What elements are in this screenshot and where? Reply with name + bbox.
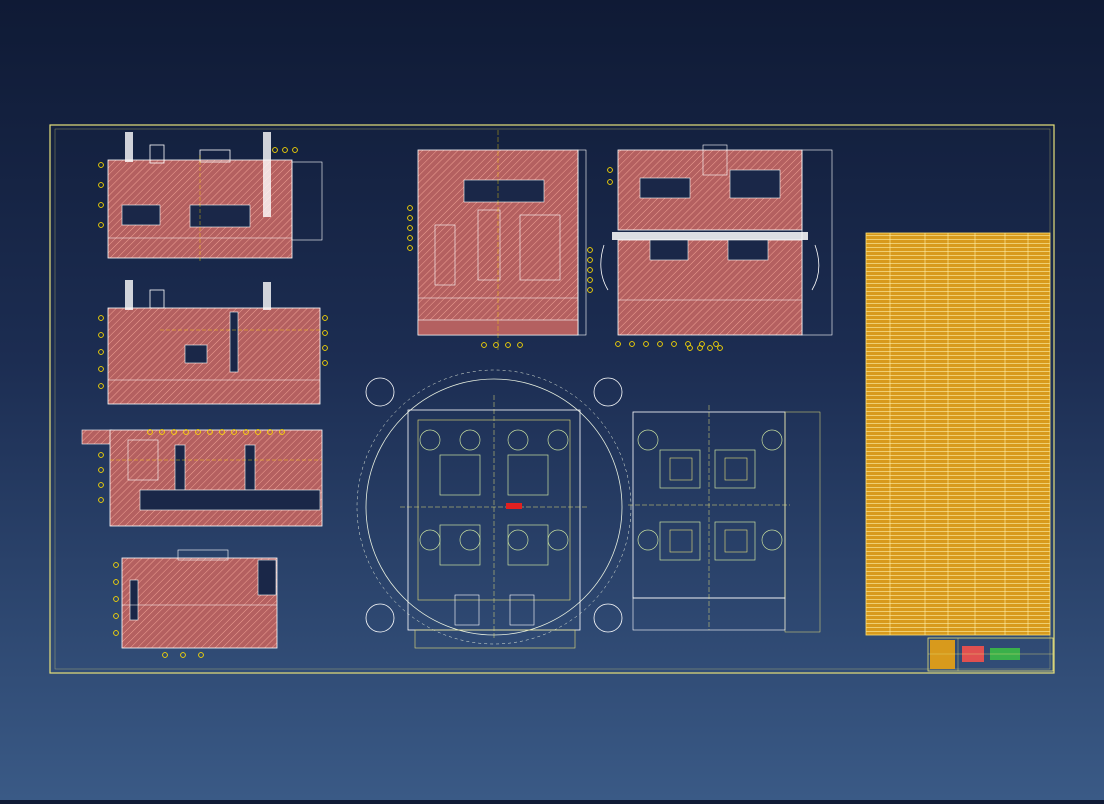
title-block — [927, 637, 1054, 672]
balloon-marker — [517, 342, 523, 348]
balloon-marker — [615, 341, 621, 347]
balloon-marker — [279, 429, 285, 435]
balloon-marker — [171, 429, 177, 435]
balloon-marker — [407, 215, 413, 221]
section-view-2 — [107, 280, 321, 405]
balloon-marker — [183, 429, 189, 435]
balloon-marker — [98, 349, 104, 355]
balloon-marker — [407, 205, 413, 211]
balloon-marker — [98, 383, 104, 389]
balloon-marker — [322, 345, 328, 351]
balloon-marker — [707, 345, 713, 351]
balloon-marker — [113, 562, 119, 568]
part-number-balloons — [98, 147, 723, 658]
balloon-marker — [98, 222, 104, 228]
balloon-marker — [198, 652, 204, 658]
balloon-marker — [98, 482, 104, 488]
balloon-marker — [113, 579, 119, 585]
balloon-marker — [147, 429, 153, 435]
balloon-marker — [98, 182, 104, 188]
balloon-marker — [113, 630, 119, 636]
balloon-marker — [98, 467, 104, 473]
section-view-4 — [121, 549, 278, 649]
balloon-marker — [407, 235, 413, 241]
balloon-marker — [697, 345, 703, 351]
balloon-marker — [219, 429, 225, 435]
balloon-marker — [282, 147, 288, 153]
section-view-3 — [81, 429, 323, 527]
balloon-marker — [267, 429, 273, 435]
balloon-marker — [159, 429, 165, 435]
balloon-marker — [407, 225, 413, 231]
plan-view-rect — [628, 405, 821, 633]
sheet-border — [49, 124, 1055, 674]
balloon-marker — [162, 652, 168, 658]
balloon-marker — [207, 429, 213, 435]
balloon-marker — [98, 332, 104, 338]
balloon-marker — [322, 360, 328, 366]
balloon-marker — [292, 147, 298, 153]
balloon-marker — [98, 202, 104, 208]
balloon-marker — [98, 497, 104, 503]
balloon-marker — [195, 429, 201, 435]
balloon-marker — [322, 330, 328, 336]
balloon-marker — [657, 341, 663, 347]
balloon-marker — [587, 287, 593, 293]
bill-of-materials-table — [865, 232, 1051, 636]
balloon-marker — [587, 277, 593, 283]
balloon-marker — [231, 429, 237, 435]
balloon-marker — [113, 613, 119, 619]
balloon-marker — [272, 147, 278, 153]
section-view-1 — [107, 132, 323, 262]
balloon-marker — [587, 247, 593, 253]
balloon-marker — [607, 167, 613, 173]
balloon-marker — [113, 596, 119, 602]
balloon-marker — [407, 245, 413, 251]
balloon-marker — [607, 179, 613, 185]
section-view-5 — [417, 130, 587, 350]
balloon-marker — [481, 342, 487, 348]
balloon-marker — [713, 341, 719, 347]
balloon-marker — [255, 429, 261, 435]
balloon-marker — [98, 452, 104, 458]
balloon-marker — [629, 341, 635, 347]
balloon-marker — [180, 652, 186, 658]
balloon-marker — [671, 341, 677, 347]
balloon-marker — [493, 342, 499, 348]
section-view-6 — [600, 144, 833, 336]
balloon-marker — [243, 429, 249, 435]
balloon-marker — [717, 345, 723, 351]
plan-view-round — [356, 369, 632, 649]
balloon-marker — [587, 257, 593, 263]
balloon-marker — [98, 162, 104, 168]
balloon-marker — [587, 267, 593, 273]
balloon-marker — [687, 345, 693, 351]
balloon-marker — [98, 315, 104, 321]
balloon-marker — [643, 341, 649, 347]
balloon-marker — [322, 315, 328, 321]
balloon-marker — [98, 366, 104, 372]
balloon-marker — [505, 342, 511, 348]
